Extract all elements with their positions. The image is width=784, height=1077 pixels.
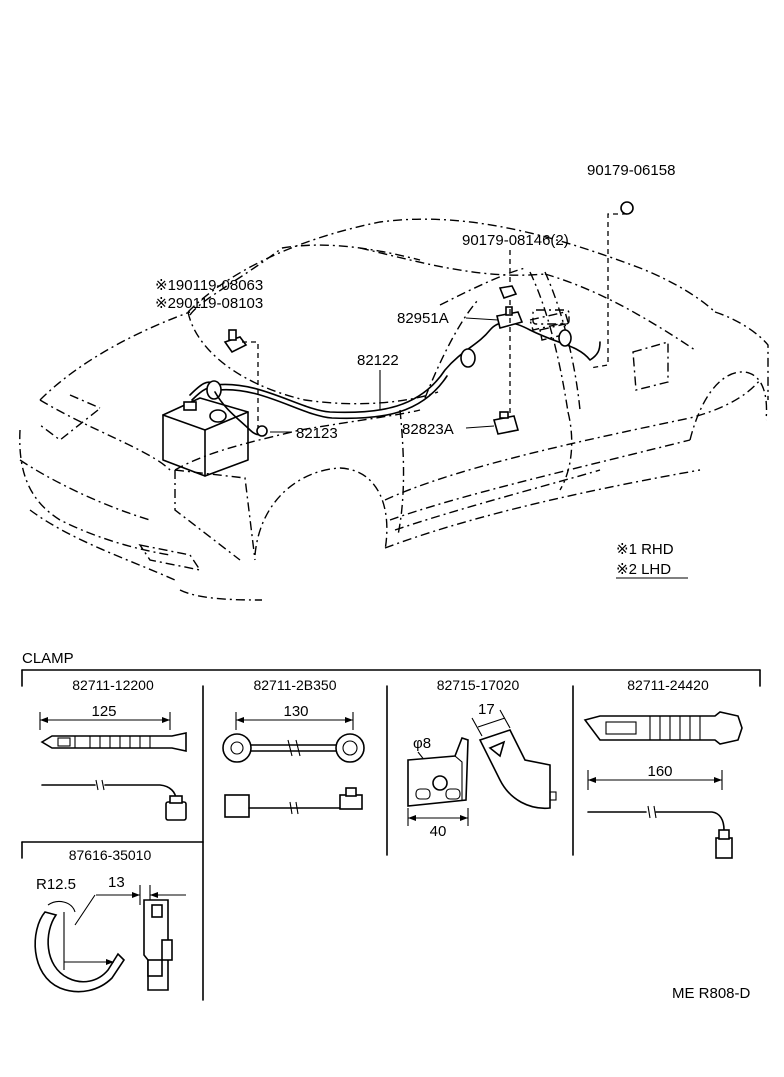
callout-90119-08063: ※190119-08063 xyxy=(155,277,263,294)
clamp-5-drawing: R12.5 13 xyxy=(34,874,186,993)
clamp-4-dim: 160 xyxy=(647,763,672,780)
clamp-1-drawing: 125 xyxy=(39,703,187,821)
callout-82122: 82122 xyxy=(357,352,399,369)
clamp-table: CLAMP 82711-12200 82711-2B350 82715-1702… xyxy=(21,650,761,1001)
clamp-5-width-dim: 13 xyxy=(108,874,125,891)
battery xyxy=(162,397,249,477)
clamp-4-drawing: 160 xyxy=(583,711,743,859)
leader-lines xyxy=(242,213,627,433)
antenna-cable xyxy=(189,321,601,437)
callout-90179-06158: 90179-06158 xyxy=(587,162,675,179)
clamp-3-angle-dim: 17 xyxy=(478,701,495,718)
clamp-1-dim: 125 xyxy=(91,703,116,720)
clamp-3-drawing: φ8 40 17 xyxy=(407,701,557,840)
clamp-3-hole-dim: φ8 xyxy=(413,735,431,752)
clamp-3-width-dim: 40 xyxy=(430,823,447,840)
ref-code: ME R808-D xyxy=(672,985,751,1002)
car-body xyxy=(19,218,769,601)
legend: ※1 RHD ※2 LHD xyxy=(616,541,688,579)
callout-90179-08146: 90179-08146(2) xyxy=(462,232,569,249)
clamp-part-4: 82711-24420 xyxy=(627,677,709,693)
car-clamps xyxy=(223,201,634,435)
clamp-2-drawing: 130 xyxy=(222,703,365,818)
clamp-2-dim: 130 xyxy=(283,703,308,720)
clamp-part-1: 82711-12200 xyxy=(72,677,154,693)
clamp-part-5: 87616-35010 xyxy=(69,847,152,863)
callout-82951A: 82951A xyxy=(397,310,449,327)
legend-lhd: ※2 LHD xyxy=(616,561,671,578)
clamp-part-2: 82711-2B350 xyxy=(253,677,336,693)
clamp-part-3: 82715-17020 xyxy=(437,677,520,693)
callout-82123: 82123 xyxy=(296,425,338,442)
legend-rhd: ※1 RHD xyxy=(616,541,674,558)
callout-82823A: 82823A xyxy=(402,421,454,438)
clamp-title: CLAMP xyxy=(22,650,74,667)
callout-90119-08103: ※290119-08103 xyxy=(155,295,263,312)
clamp-5-radius-dim: R12.5 xyxy=(36,876,76,893)
callout-labels: 90179-06158 90179-08146(2) ※190119-08063… xyxy=(155,162,675,442)
